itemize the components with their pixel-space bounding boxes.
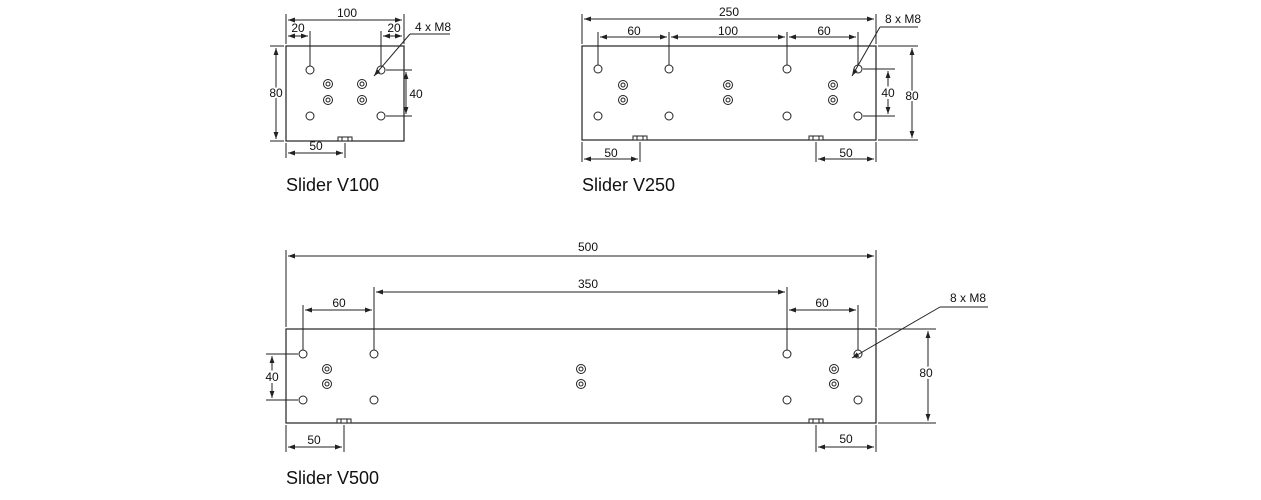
dim-v250-hole-spacing: 40: [863, 68, 897, 117]
svg-text:100: 100: [337, 6, 357, 20]
leader-v500-hole-note: 8 x M8: [851, 291, 988, 359]
slider-v250-notches: [632, 135, 824, 141]
slider-v500-title: Slider V500: [286, 468, 380, 488]
svg-text:60: 60: [332, 296, 346, 310]
slider-v100-title: Slider V100: [286, 175, 380, 195]
svg-text:40: 40: [881, 86, 895, 100]
svg-text:40: 40: [409, 87, 423, 101]
svg-text:100: 100: [718, 24, 738, 38]
slider-v100-notch: [337, 136, 353, 142]
dim-v250-overall: 250: [581, 5, 877, 44]
dim-v500-notch-right: 50: [815, 425, 877, 452]
leader-v250-hole-note: 8 x M8: [851, 12, 921, 77]
svg-text:8 x M8: 8 x M8: [950, 291, 986, 305]
slider-v250-title: Slider V250: [582, 175, 676, 195]
svg-text:40: 40: [265, 370, 279, 384]
leader-v100-hole-note: 4 x M8: [373, 20, 451, 77]
dim-v250-notch-left: 50: [581, 142, 641, 162]
dim-v500-spacing-left: 60: [302, 296, 372, 350]
svg-text:50: 50: [604, 146, 618, 160]
dim-v100-hole-spacing: 40: [386, 69, 425, 117]
svg-text:50: 50: [309, 139, 323, 153]
svg-text:8 x M8: 8 x M8: [885, 12, 921, 26]
svg-text:80: 80: [269, 86, 283, 100]
dim-v500-spacing-mid: 350: [373, 277, 788, 350]
svg-text:50: 50: [839, 146, 853, 160]
svg-text:60: 60: [817, 24, 831, 38]
dim-v500-spacing-right: 60: [789, 296, 859, 350]
dim-v500-height: 80: [878, 328, 936, 424]
slider-v250-plate: [581, 45, 877, 141]
slider-v500-notches: [336, 418, 824, 424]
slider-v500-plate: [285, 328, 877, 424]
slider-v100-plate: [285, 45, 405, 142]
dim-v250-hole-chain: 60 100 60: [597, 24, 859, 65]
svg-text:250: 250: [719, 5, 739, 19]
dim-v250-height: 80: [878, 45, 921, 141]
dim-v500-overall: 500: [285, 240, 877, 327]
dim-v500-hole-spacing: 40: [263, 353, 298, 401]
dim-v100-edge-left: 20: [288, 21, 311, 66]
svg-text:350: 350: [578, 277, 598, 291]
svg-text:50: 50: [307, 433, 321, 447]
svg-text:60: 60: [627, 24, 641, 38]
dim-v500-notch-left: 50: [285, 425, 345, 452]
dim-v100-height: 80: [267, 45, 285, 142]
dim-v100-overall: 100: [285, 6, 405, 44]
svg-text:4 x M8: 4 x M8: [415, 20, 451, 34]
svg-text:20: 20: [291, 21, 305, 35]
dim-v100-edge-right: 20: [380, 21, 402, 66]
slider-v500-drawing: 500 350 60 60 40: [263, 240, 988, 452]
dim-v250-notch-right: 50: [815, 142, 877, 162]
svg-text:50: 50: [839, 432, 853, 446]
svg-text:80: 80: [905, 89, 919, 103]
dim-v100-notch-offset: 50: [285, 139, 346, 158]
svg-text:20: 20: [387, 21, 401, 35]
slider-v100-holes: [305, 65, 386, 121]
slider-v100-drawing: 100 20 20 80 40: [267, 6, 451, 158]
slider-v250-holes: [593, 64, 863, 121]
svg-text:60: 60: [815, 296, 829, 310]
svg-text:80: 80: [919, 366, 933, 380]
slider-v250-drawing: 250 60 100 60 40 80: [581, 5, 921, 162]
svg-text:500: 500: [578, 240, 598, 254]
